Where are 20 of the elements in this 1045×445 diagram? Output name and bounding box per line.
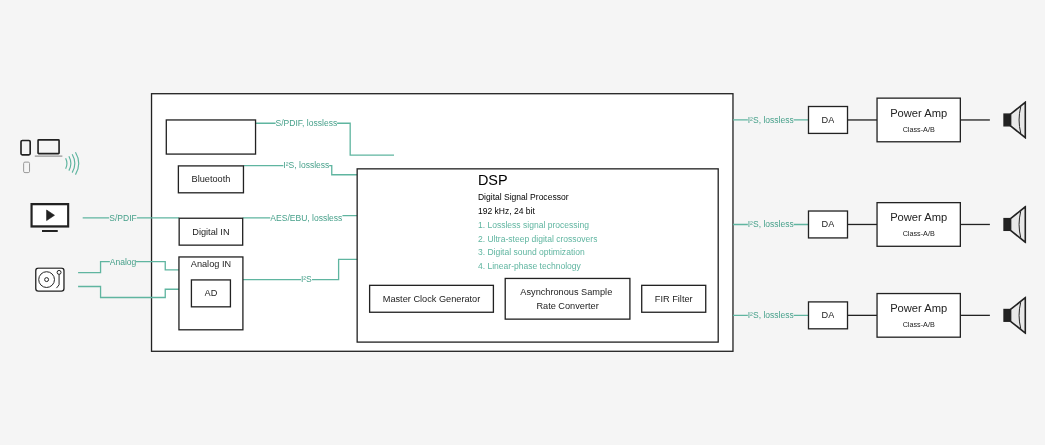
node-box: Digital IN xyxy=(178,217,244,246)
node-box: DA xyxy=(807,301,849,330)
node-box: AD xyxy=(190,279,232,308)
edge-label: Analog xyxy=(109,256,137,267)
edge-label: S/PDIF xyxy=(109,212,137,223)
node-box: DA xyxy=(807,105,849,135)
edge-label: I²S, lossless xyxy=(283,160,330,171)
edge-label: I²S, lossless xyxy=(747,114,794,125)
node-box: Bluetooth xyxy=(177,165,245,194)
node-box xyxy=(165,119,257,155)
node-box: FIR Filter xyxy=(641,284,707,313)
node-box: Asynchronous Sample Rate Converter xyxy=(504,277,631,320)
node-box: Master Clock Generator xyxy=(368,284,495,313)
cluster xyxy=(150,93,734,352)
edge-label: I²S, lossless xyxy=(747,219,794,230)
node-box: DA xyxy=(807,210,849,239)
edge-label: AES/EBU, lossless xyxy=(270,212,343,223)
edge-label: I²S, lossless xyxy=(747,310,794,321)
edge-label: I²S xyxy=(300,274,312,285)
edge-label: S/PDIF, lossless xyxy=(275,118,338,128)
